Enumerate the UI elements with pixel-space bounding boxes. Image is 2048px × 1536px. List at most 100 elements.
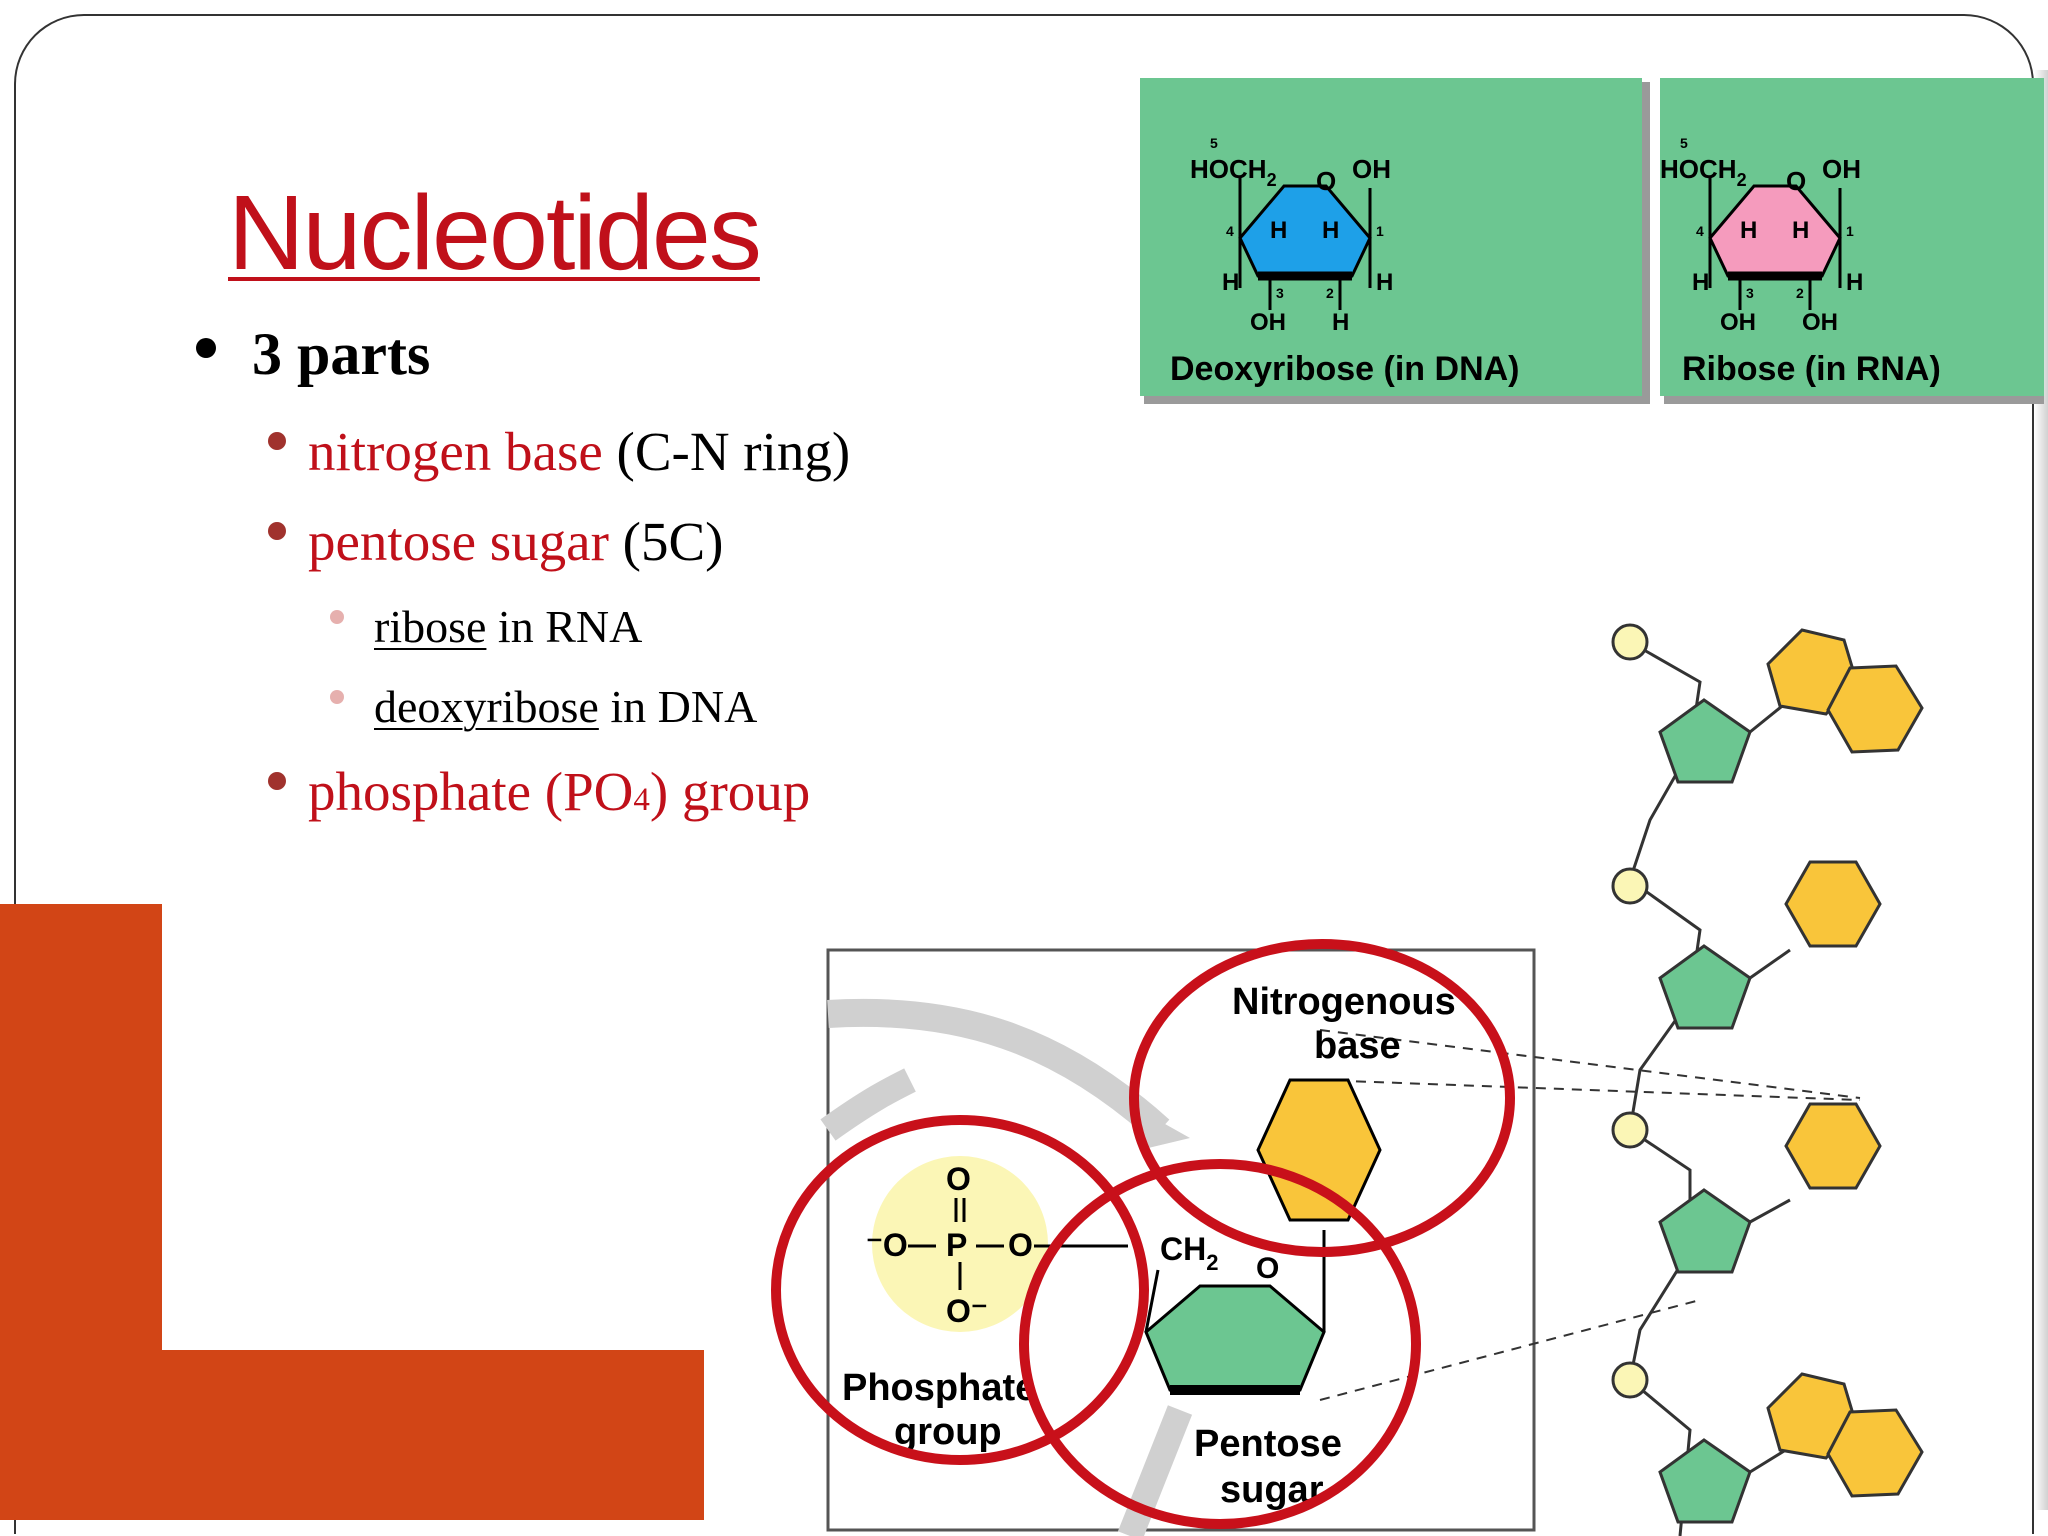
dashed-link-sugar — [1319, 1299, 1701, 1401]
rna-h-left: H — [1692, 269, 1709, 296]
bullet-three-parts: 3 parts — [196, 320, 430, 389]
arrow-to-base — [827, 998, 1170, 1141]
strand-pyrimidine — [1784, 860, 1882, 948]
dna-h-inner-left: H — [1270, 217, 1287, 244]
pentose-sugar-detail: (5C) — [608, 511, 724, 572]
phosphate-background — [872, 1156, 1048, 1332]
pentose-label-1: Pentose — [1194, 1423, 1342, 1465]
dna-caption: Deoxyribose (in DNA) — [1170, 350, 1520, 388]
nitrogenous-label-2: base — [1314, 1025, 1401, 1067]
sugar-structures-panel: HOCH2 O 5 4 1 3 2 OH H H H H OH H Deoxyr… — [1140, 78, 2044, 404]
rna-h-inner-right: H — [1792, 217, 1809, 244]
bullet-dot — [330, 690, 344, 704]
phosphate-o-right: O — [1008, 1227, 1033, 1263]
phosphate-p: P — [946, 1227, 967, 1263]
strand-purine-ring-a — [1766, 1372, 1858, 1460]
strand-sugar — [1658, 944, 1752, 1030]
bullet-pentose-sugar: pentose sugar (5C) — [268, 510, 723, 573]
phosphate-label-1: Phosphate — [842, 1367, 1036, 1409]
nucleotide-diagram: O ⁻O P O O⁻ Phosphate group CH2 O Pentos… — [771, 623, 1924, 1536]
rna-ring-o: O — [1786, 166, 1806, 196]
dashed-link-base — [1319, 1079, 1861, 1101]
ribose-structure: HOCH2 O 5 4 1 3 2 OH H H H H OH OH Ribos… — [1660, 135, 1941, 388]
rna-carbon-5: 5 — [1680, 135, 1688, 151]
phosphate-o-bottom: O⁻ — [946, 1293, 988, 1329]
bullet-ribose: ribose in RNA — [330, 600, 642, 653]
dashed-link-base-2 — [1319, 1029, 1861, 1099]
dna-carbon-2: 2 — [1326, 285, 1334, 301]
deoxyribose-detail: in DNA — [598, 681, 758, 732]
rna-oh-top: OH — [1822, 154, 1861, 184]
base-link — [1749, 1198, 1791, 1224]
base-link — [1749, 948, 1791, 980]
ribose-term: ribose — [374, 601, 487, 652]
dna-oh-top: OH — [1352, 154, 1391, 184]
phosphate-o-top: O — [946, 1161, 971, 1197]
bullet-dot — [268, 522, 286, 540]
strand-sugar — [1658, 1438, 1752, 1524]
strand-sugar — [1658, 698, 1752, 784]
phosphate-o-left: ⁻O — [866, 1227, 908, 1263]
pentose-sugar-term: pentose sugar — [308, 511, 609, 572]
nitrogenous-base-hexagon — [1256, 1078, 1382, 1222]
phosphate-text-pre: phosphate (PO — [308, 761, 634, 822]
rna-oh-bottom-left: OH — [1720, 309, 1756, 336]
strand-purine-ring-b — [1826, 1408, 1924, 1498]
rna-h-right: H — [1846, 269, 1863, 296]
rna-h-inner-left: H — [1740, 217, 1757, 244]
bullet-dot — [268, 432, 286, 450]
phosphate-structure: O ⁻O P O O⁻ — [866, 1161, 1128, 1329]
nitrogenous-label-1: Nitrogenous — [1232, 981, 1456, 1023]
rna-carbon-1: 1 — [1846, 223, 1854, 239]
phosphate-label-2: group — [894, 1411, 1002, 1453]
dna-h-right: H — [1376, 269, 1393, 296]
slide-shadow — [2034, 70, 2048, 1510]
dna-hoch: HOCH2 — [1190, 154, 1277, 190]
sugar-highlight-circle — [1019, 1159, 1421, 1529]
dna-carbon-4: 4 — [1226, 223, 1234, 239]
dna-h-left: H — [1222, 269, 1239, 296]
dna-panel — [1140, 78, 1642, 396]
strand-phosphate — [1611, 1111, 1649, 1149]
ch2-label: CH2 — [1160, 1231, 1218, 1275]
strand-pyrimidine — [1784, 1102, 1882, 1190]
ribose-detail: in RNA — [486, 601, 643, 652]
dna-oh-bottom: OH — [1250, 309, 1286, 336]
orange-l-horizontal — [0, 1350, 704, 1520]
rna-caption: Ribose (in RNA) — [1682, 350, 1941, 388]
deoxyribose-term: deoxyribose — [374, 681, 599, 732]
phosphate-text-post: ) group — [649, 761, 811, 822]
strand-sugar — [1658, 1188, 1752, 1274]
bullet-dot — [268, 772, 286, 790]
nitrogen-base-term: nitrogen base — [308, 421, 603, 482]
arrow-shade — [820, 1068, 916, 1141]
bullet-deoxyribose: deoxyribose in DNA — [330, 680, 757, 733]
bullet-dot — [330, 610, 344, 624]
strand-purine-ring-b — [1826, 664, 1924, 754]
dna-carbon-5: 5 — [1210, 135, 1218, 151]
dna-h-bottom: H — [1332, 309, 1349, 336]
arrow-head — [1140, 1110, 1190, 1150]
phosphate-highlight-circle — [771, 1115, 1149, 1465]
phosphate-subscript: 4 — [633, 782, 650, 818]
dna-carbon-3: 3 — [1276, 285, 1284, 301]
strand-phosphate — [1611, 623, 1649, 661]
dna-h-inner-right: H — [1322, 217, 1339, 244]
rna-carbon-2: 2 — [1796, 285, 1804, 301]
dna-strand — [1611, 623, 1924, 1536]
nitrogen-base-detail: (C-N ring) — [602, 421, 851, 482]
bullet-dot — [196, 338, 216, 358]
rna-carbon-4: 4 — [1696, 223, 1704, 239]
base-highlight-circle — [1129, 939, 1515, 1257]
bullet-three-parts-text: 3 parts — [252, 321, 431, 387]
deoxyribose-structure: HOCH2 O 5 4 1 3 2 OH H H H H OH H Deoxyr… — [1170, 135, 1520, 388]
arrow-to-sugar — [1117, 1405, 1193, 1536]
dna-carbon-1: 1 — [1376, 223, 1384, 239]
rna-oh-bottom-right: OH — [1802, 309, 1838, 336]
slide-title: Nucleotides — [228, 174, 762, 292]
rna-hoch: HOCH2 — [1660, 154, 1747, 190]
strand-phosphate — [1611, 867, 1649, 905]
rna-carbon-3: 3 — [1746, 285, 1754, 301]
ring-oxygen: O — [1256, 1252, 1279, 1285]
